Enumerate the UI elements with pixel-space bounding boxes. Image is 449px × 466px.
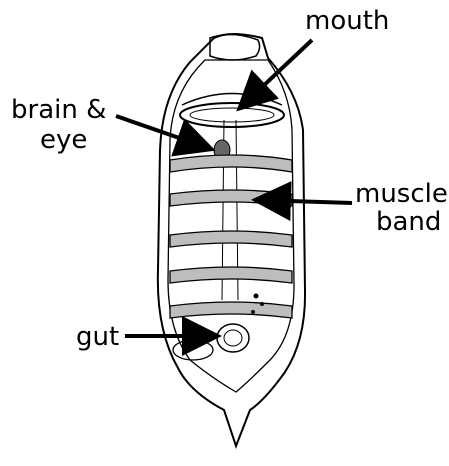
label-gut: gut bbox=[76, 323, 119, 351]
label-brain-eye-line2: eye bbox=[40, 126, 87, 154]
particle-3 bbox=[251, 310, 255, 314]
gut-loop-outer bbox=[217, 324, 249, 352]
label-muscle-band-line1: muscle bbox=[355, 180, 448, 208]
label-mouth: mouth bbox=[305, 7, 389, 35]
corona-ellipse bbox=[180, 103, 284, 127]
label-brain-eye-line1: brain & bbox=[11, 96, 106, 124]
label-muscle-band-line2: band bbox=[376, 208, 441, 236]
particle-2 bbox=[260, 302, 264, 306]
brain-eye-arrow bbox=[116, 116, 208, 148]
muscle-bands bbox=[170, 155, 292, 318]
particle-1 bbox=[254, 294, 259, 299]
corona-inner bbox=[190, 108, 274, 122]
gut-loop-inner bbox=[224, 330, 242, 346]
foot-disc bbox=[173, 340, 213, 360]
mouth-arrow bbox=[242, 40, 312, 106]
head-lobe bbox=[210, 34, 260, 60]
